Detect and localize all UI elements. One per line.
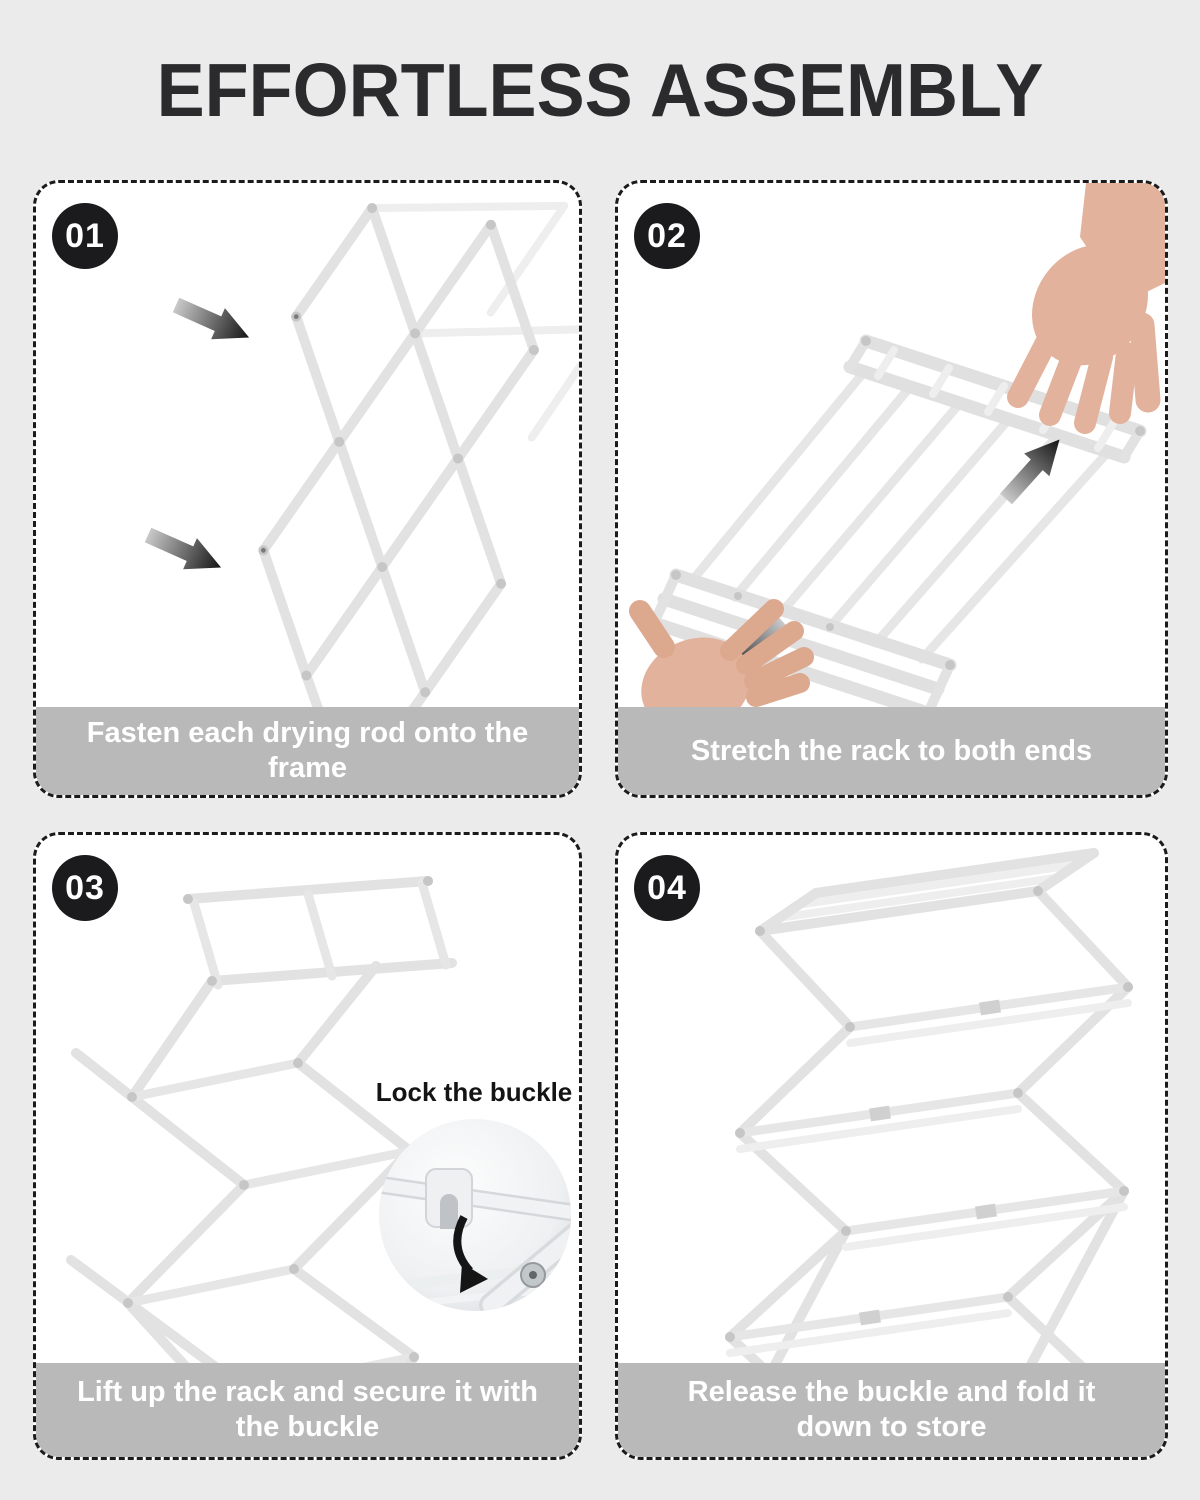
step-3-caption-bar: Lift up the rack and secure it with the … xyxy=(36,1363,579,1457)
step-2-panel: 02 Stretch the rack to both ends xyxy=(615,180,1168,798)
step-1-number-badge: 01 xyxy=(52,203,118,269)
half-opened-rack-illustration xyxy=(66,876,571,1457)
buckle-hook xyxy=(425,1168,473,1229)
step-number: 03 xyxy=(65,868,105,907)
pull-up-arrow-icon xyxy=(1000,439,1060,505)
collapsed-rack-illustration xyxy=(618,183,1165,795)
step-number: 01 xyxy=(65,216,105,255)
accordion-frame-illustration xyxy=(144,201,579,795)
page-title: EFFORTLESS ASSEMBLY xyxy=(156,49,1044,133)
step-1-panel: 01 Fasten each drying rod onto the frame xyxy=(33,180,582,798)
step-1-caption: Fasten each drying rod onto the frame xyxy=(86,717,529,784)
step-number: 04 xyxy=(647,868,687,907)
step-2-caption-bar: Stretch the rack to both ends xyxy=(618,707,1165,795)
step-3-panel: Lock the buckle 03 Lift up the rack and … xyxy=(33,832,582,1460)
lock-the-buckle-label: Lock the buckle xyxy=(375,1077,573,1107)
step-4-caption: Release the buckle and fold it down to s… xyxy=(687,1376,1096,1443)
step-3-caption: Lift up the rack and secure it with the … xyxy=(77,1376,538,1443)
hand-pulling-up xyxy=(1007,183,1165,434)
step-2-caption: Stretch the rack to both ends xyxy=(690,734,1093,767)
assembled-rack-illustration xyxy=(721,848,1138,1457)
lattice-frame xyxy=(258,201,579,795)
step-4-number-badge: 04 xyxy=(634,855,700,921)
step-3-number-badge: 03 xyxy=(52,855,118,921)
buckle-zoom-inset xyxy=(379,1119,571,1311)
step-number: 02 xyxy=(647,216,687,255)
step-4-panel: 04 Release the buckle and fold it down t… xyxy=(615,832,1168,1460)
fasten-arrow-icon xyxy=(172,297,250,340)
assembled-rack xyxy=(721,848,1138,1457)
step-2-number-badge: 02 xyxy=(634,203,700,269)
step-4-caption-bar: Release the buckle and fold it down to s… xyxy=(618,1363,1165,1457)
fasten-arrow-icon xyxy=(144,527,222,570)
step-1-caption-bar: Fasten each drying rod onto the frame xyxy=(36,707,579,795)
fold-arrow-icon xyxy=(453,1215,488,1293)
